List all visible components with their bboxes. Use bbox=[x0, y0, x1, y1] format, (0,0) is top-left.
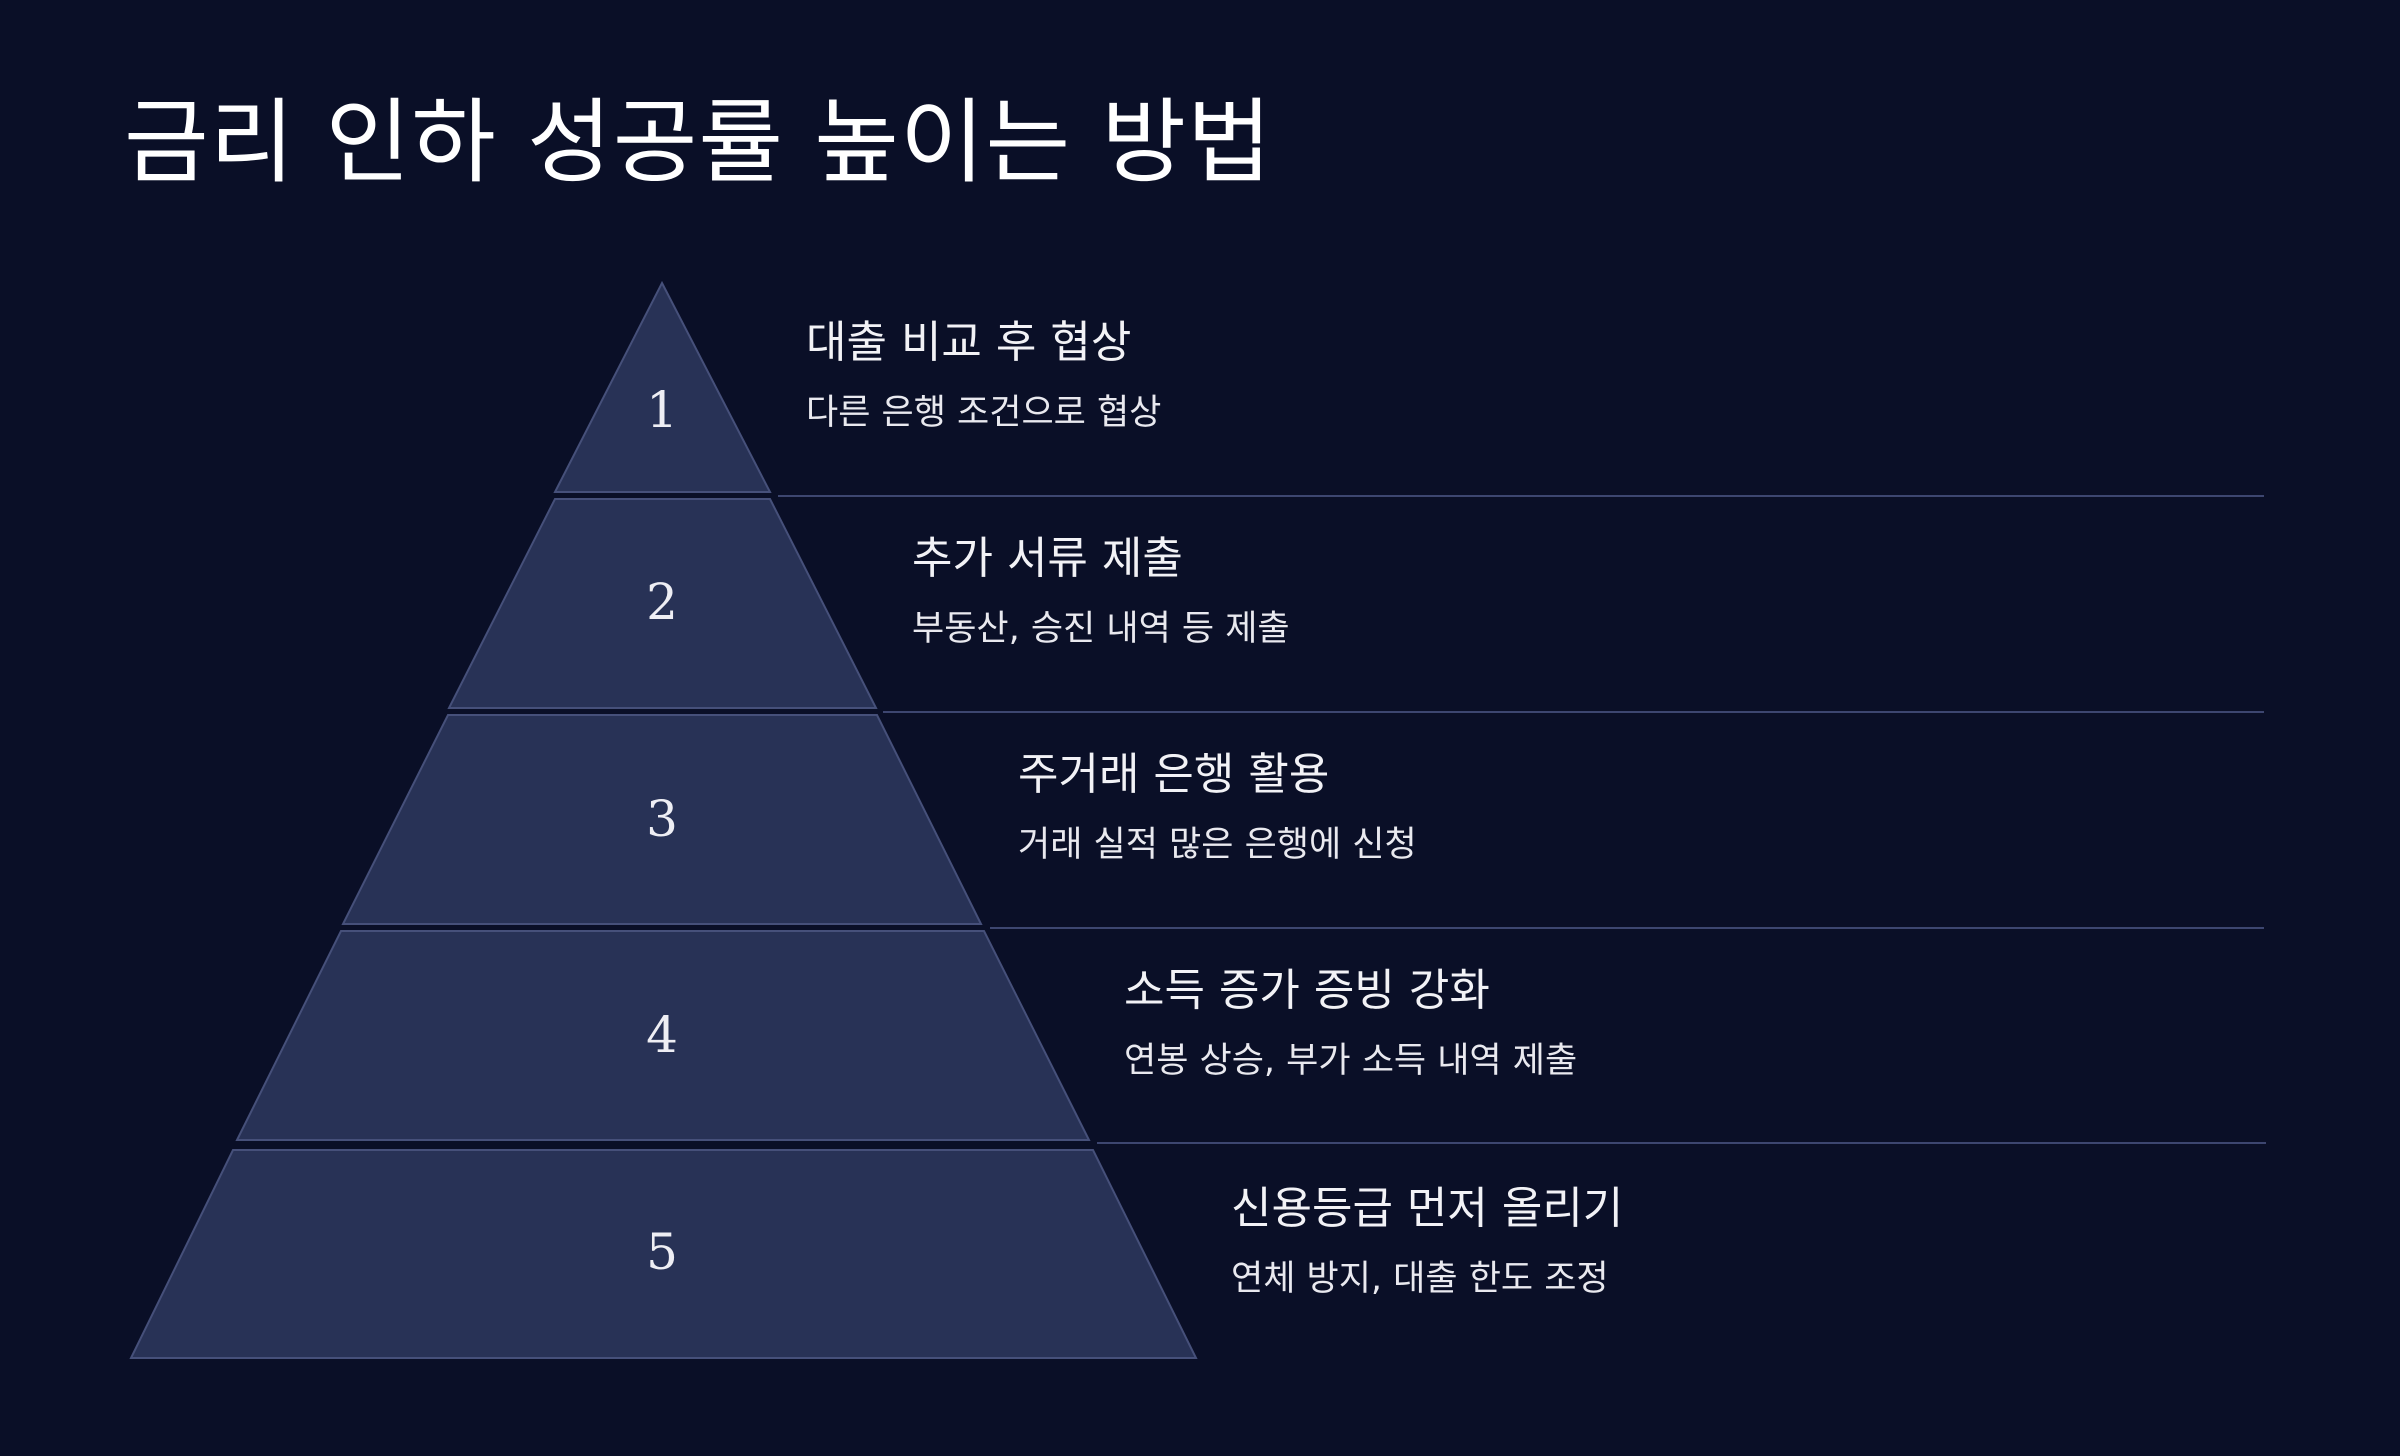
pyramid-segment-1 bbox=[553, 280, 772, 493]
separator-line bbox=[883, 711, 2264, 713]
page-title: 금리 인하 성공률 높이는 방법 bbox=[124, 89, 1273, 196]
separator-line bbox=[1097, 1142, 2266, 1144]
level-number-4: 4 bbox=[646, 1006, 678, 1064]
level-number-2: 2 bbox=[646, 573, 678, 631]
level-title: 추가 서류 제출 bbox=[912, 533, 1183, 584]
level-description: 부동산, 승진 내역 등 제출 bbox=[912, 608, 1290, 649]
level-number-1: 1 bbox=[646, 381, 678, 439]
level-description: 다른 은행 조건으로 협상 bbox=[806, 392, 1162, 433]
level-description: 연체 방지, 대출 한도 조정 bbox=[1231, 1258, 1609, 1299]
level-item-4: 소득 증가 증빙 강화 연봉 상승, 부가 소득 내역 제출 bbox=[1124, 965, 1577, 1082]
separator-line bbox=[778, 495, 2264, 497]
level-title: 대출 비교 후 협상 bbox=[806, 317, 1132, 368]
level-item-2: 추가 서류 제출 부동산, 승진 내역 등 제출 bbox=[912, 533, 1290, 650]
level-title: 소득 증가 증빙 강화 bbox=[1124, 965, 1490, 1016]
level-number-3: 3 bbox=[646, 790, 678, 848]
level-item-3: 주거래 은행 활용 거래 실적 많은 은행에 신청 bbox=[1018, 749, 1417, 866]
pyramid-segment-4 bbox=[235, 930, 1091, 1141]
level-title: 신용등급 먼저 올리기 bbox=[1231, 1183, 1624, 1234]
pyramid-segment-2 bbox=[447, 498, 878, 709]
pyramid-segment-3 bbox=[341, 714, 983, 925]
level-number-5: 5 bbox=[646, 1223, 678, 1281]
level-item-1: 대출 비교 후 협상 다른 은행 조건으로 협상 bbox=[806, 317, 1161, 434]
separator-line bbox=[990, 927, 2264, 929]
level-description: 연봉 상승, 부가 소득 내역 제출 bbox=[1124, 1040, 1578, 1081]
level-description: 거래 실적 많은 은행에 신청 bbox=[1018, 824, 1417, 865]
level-item-5: 신용등급 먼저 올리기 연체 방지, 대출 한도 조정 bbox=[1231, 1183, 1623, 1300]
pyramid-segment-5 bbox=[129, 1149, 1198, 1359]
level-title: 주거래 은행 활용 bbox=[1018, 749, 1330, 800]
